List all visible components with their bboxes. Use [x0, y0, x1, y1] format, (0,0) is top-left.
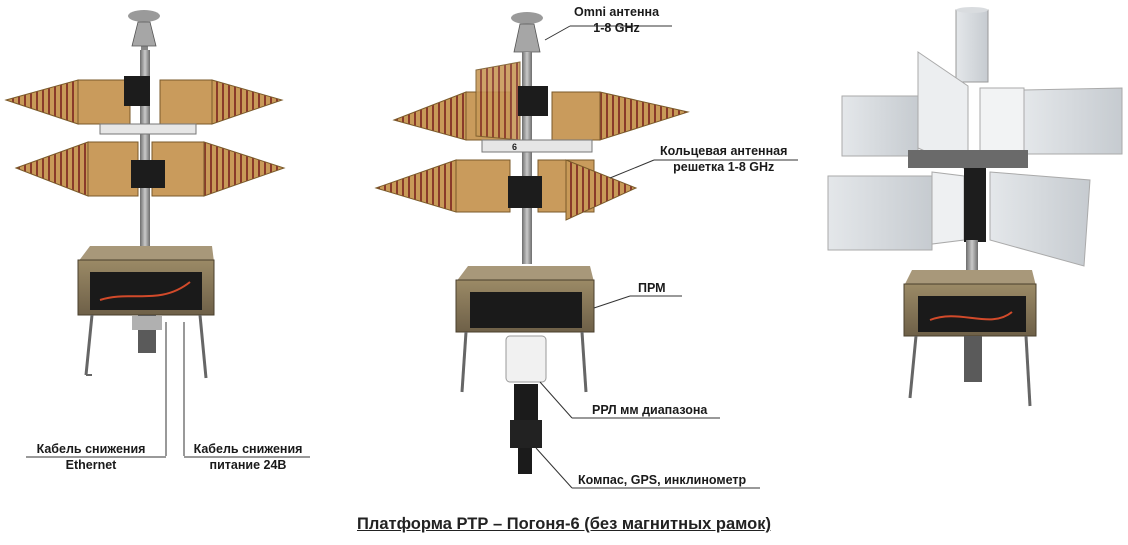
ring-array-label: Кольцевая антенная решетка 1-8 GHz	[660, 143, 787, 175]
figure-caption: Платформа РТР – Погоня-6 (без магнитных …	[0, 515, 1128, 534]
mast-number: 6	[512, 142, 517, 152]
omni-antenna-label-line1: Omni антенна	[574, 5, 660, 19]
cable-ethernet-label: Кабель снижения Ethernet	[30, 441, 152, 473]
compass-gps-label: Компас, GPS, инклинометр	[578, 473, 747, 487]
cable-ethernet-label-line1: Кабель снижения	[36, 442, 146, 456]
cable-power-label: Кабель снижения питание 24В	[186, 441, 310, 473]
omni-antenna-label-line2: 1-8 GHz	[593, 21, 640, 35]
right-platform-unit	[827, 7, 1123, 407]
middle-platform-unit: 6	[374, 12, 798, 489]
omni-antenna-label: Omni антенна 1-8 GHz	[574, 4, 659, 36]
rrl-label: РРЛ мм диапазона	[592, 403, 708, 417]
figure-caption-text: Платформа РТР – Погоня-6 (без магнитных …	[356, 515, 771, 533]
left-platform-unit	[4, 10, 310, 458]
ring-array-label-line2: решетка 1-8 GHz	[673, 160, 775, 174]
cable-ethernet-label-line2: Ethernet	[65, 458, 117, 472]
cable-power-label-line2: питание 24В	[209, 458, 287, 472]
ring-array-label-line1: Кольцевая антенная	[660, 144, 788, 158]
prm-label: ПРМ	[638, 281, 666, 295]
cable-power-label-line1: Кабель снижения	[193, 442, 303, 456]
